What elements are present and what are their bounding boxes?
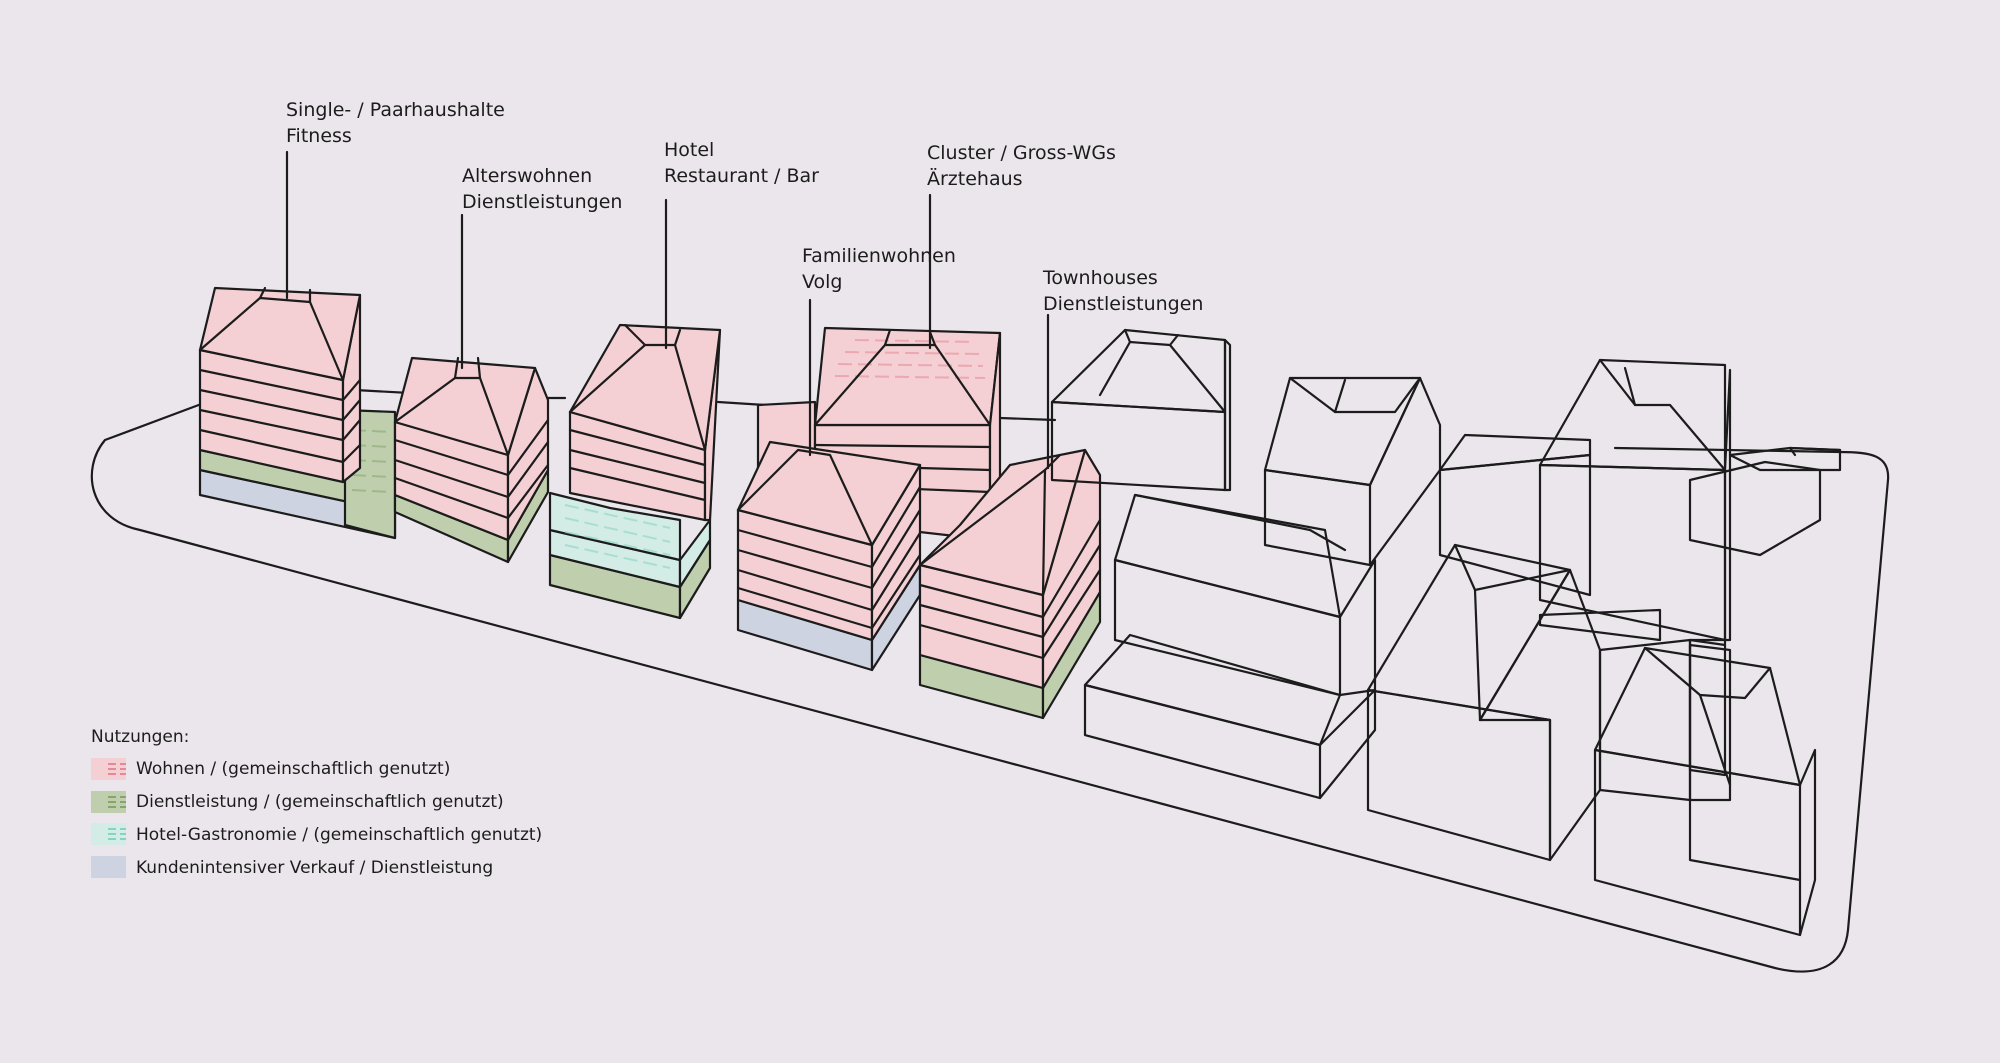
outline-buildings <box>1050 328 1842 937</box>
label-leaders <box>285 150 1050 470</box>
label-townhouses-line1: Townhouses <box>1042 267 1158 289</box>
label-hotel-line1: Hotel <box>664 139 714 161</box>
building-labels: Single- / Paarhaushalte Fitness Alterswo… <box>286 99 1203 315</box>
legend-item-verkauf: Kundenintensiver Verkauf / Dienstleistun… <box>91 856 493 878</box>
legend-label-wohnen: Wohnen / (gemeinschaftlich genutzt) <box>136 759 450 779</box>
legend-item-dienstleistung: Dienstleistung / (gemeinschaftlich genut… <box>91 791 504 813</box>
legend-label-dienstleistung: Dienstleistung / (gemeinschaftlich genut… <box>136 792 504 812</box>
building-single-paarhaushalte <box>198 286 397 540</box>
label-townhouses-line2: Dienstleistungen <box>1043 293 1203 315</box>
building-hotel <box>548 323 722 620</box>
label-hotel-line2: Restaurant / Bar <box>664 165 819 187</box>
legend-label-hotel: Hotel-Gastronomie / (gemeinschaftlich ge… <box>136 825 542 845</box>
legend-swatch-verkauf <box>91 856 126 878</box>
label-alters-line1: Alterswohnen <box>462 165 592 187</box>
site-outline <box>90 388 1890 973</box>
label-familien-line2: Volg <box>802 271 843 293</box>
legend-item-hotel: Hotel-Gastronomie / (gemeinschaftlich ge… <box>91 823 542 845</box>
legend: Nutzungen: Wohnen / (gemeinschaftlich ge… <box>91 727 542 878</box>
label-single-line1: Single- / Paarhaushalte <box>286 99 505 121</box>
label-cluster-line2: Ärztehaus <box>927 167 1023 190</box>
label-familien-line1: Familienwohnen <box>802 245 956 267</box>
legend-item-wohnen: Wohnen / (gemeinschaftlich genutzt) <box>91 758 450 780</box>
legend-title: Nutzungen: <box>91 727 189 747</box>
legend-label-verkauf: Kundenintensiver Verkauf / Dienstleistun… <box>136 858 493 878</box>
label-single-line2: Fitness <box>286 125 352 147</box>
label-alters-line2: Dienstleistungen <box>462 191 622 213</box>
label-cluster-line1: Cluster / Gross-WGs <box>927 142 1116 164</box>
building-alterswohnen <box>393 356 550 564</box>
building-familienwohnen <box>736 440 922 672</box>
